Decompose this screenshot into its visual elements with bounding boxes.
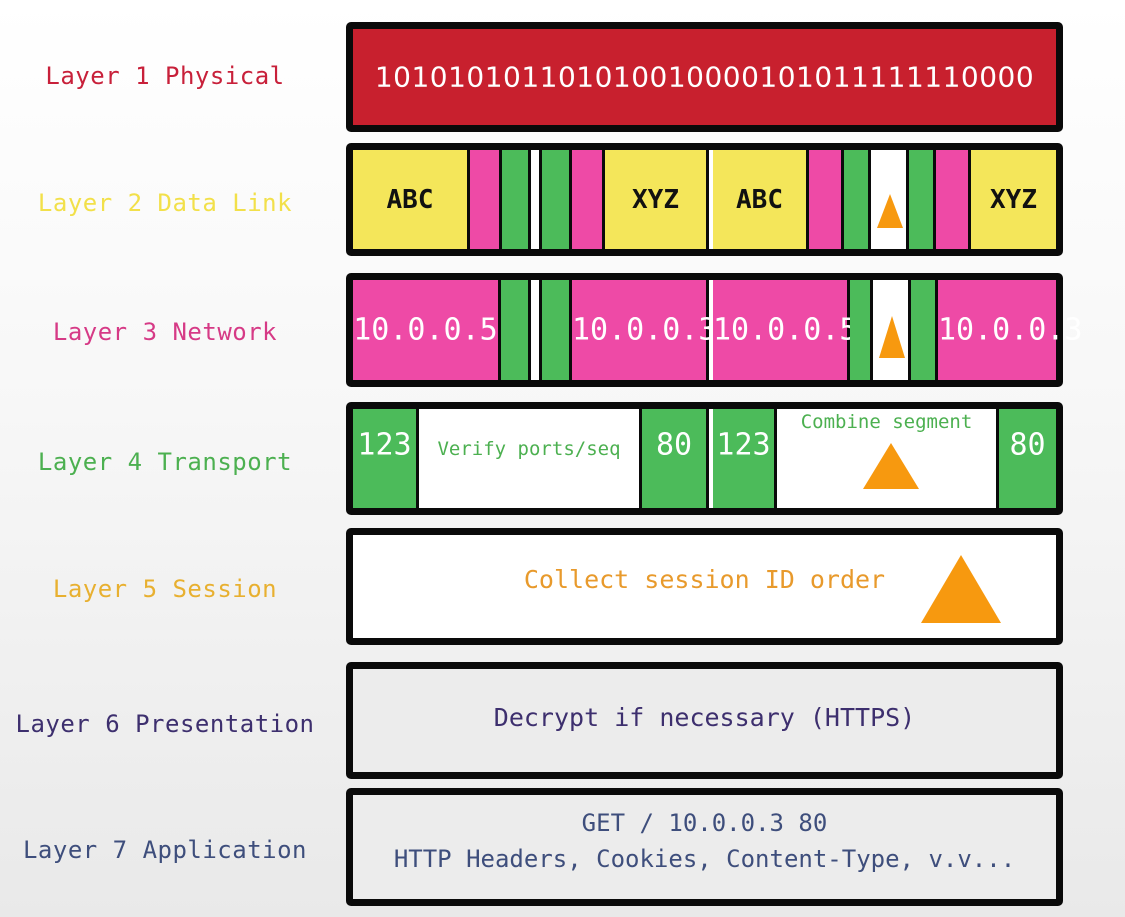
segment2-body: Combine segment: [777, 409, 999, 508]
segment2-triangle-icon: [863, 443, 919, 489]
segment1-body: Verify ports/seq: [419, 409, 642, 508]
frame1-header: ABC: [353, 150, 470, 249]
layer1-label: Layer 1 Physical: [45, 62, 285, 90]
frame1-green-a: [502, 150, 531, 249]
transport-layer-box: 123 Verify ports/seq 80 123 Combine segm…: [346, 402, 1063, 515]
packet1-dst-ip-text: 10.0.0.3: [572, 312, 717, 348]
layer4-label: Layer 4 Transport: [37, 448, 293, 476]
frame2-green-b: [909, 150, 936, 249]
packet2-src-ip: 10.0.0.5: [713, 280, 858, 380]
frame2-trailer-text: XYZ: [990, 184, 1037, 215]
session-text: Collect session ID order: [523, 565, 886, 594]
frame2-trailer: XYZ: [971, 150, 1056, 249]
packet2-payload-triangle-icon: [879, 316, 905, 358]
packet2-payload: [873, 280, 911, 380]
packet2-dst-ip: 10.0.0.3: [938, 280, 1083, 380]
layer6-label: Layer 6 Presentation: [15, 710, 315, 738]
segment1-src-port: 123: [353, 409, 419, 508]
application-layer-box: GET / 10.0.0.3 80 HTTP Headers, Cookies,…: [346, 788, 1063, 906]
frame1-pink-b: [572, 150, 605, 249]
layer2-label: Layer 2 Data Link: [37, 189, 293, 217]
segment2-src-port-text: 123: [716, 427, 771, 463]
layer3-label: Layer 3 Network: [52, 318, 278, 346]
application-headers-line: HTTP Headers, Cookies, Content-Type, v.v…: [393, 845, 1016, 873]
presentation-layer-box: Decrypt if necessary (HTTPS): [346, 662, 1063, 779]
segment1-dst-port-text: 80: [655, 427, 693, 463]
frame1-pink-a: [470, 150, 502, 249]
layer5-label: Layer 5 Session: [52, 575, 278, 603]
application-request-line: GET / 10.0.0.3 80: [581, 809, 828, 837]
frame1-green-b: [542, 150, 572, 249]
segment2-src-port: 123: [713, 409, 777, 508]
packet2-green-a: [850, 280, 873, 380]
physical-bits: 101010101101010010000101011111110000: [374, 60, 1035, 94]
segment1-dst-port: 80: [642, 409, 709, 508]
segment2-dst-port: 80: [999, 409, 1056, 508]
frame2-green-a: [844, 150, 871, 249]
packet2-src-ip-text: 10.0.0.5: [713, 312, 858, 348]
segment1-src-port-text: 123: [357, 427, 412, 463]
layer7-label: Layer 7 Application: [22, 836, 308, 864]
frame2-pink-b: [936, 150, 971, 249]
datalink-layer-box: ABC XYZ ABC XYZ: [346, 143, 1063, 256]
packet1-green-a: [501, 280, 531, 380]
segment2-body-text: Combine segment: [800, 411, 973, 433]
frame2-pink-a: [809, 150, 844, 249]
packet1-src-ip-text: 10.0.0.5: [353, 312, 498, 348]
frame2-header-text: ABC: [736, 184, 783, 215]
packet1-green-b: [542, 280, 572, 380]
session-layer-box: Collect session ID order: [346, 528, 1063, 645]
frame2-payload: [871, 150, 909, 249]
packet1-white-gap: [531, 280, 542, 380]
frame1-trailer-text: XYZ: [632, 184, 679, 215]
physical-layer-box: 101010101101010010000101011111110000: [346, 22, 1063, 132]
frame1-header-text: ABC: [386, 184, 434, 215]
packet2-dst-ip-text: 10.0.0.3: [938, 312, 1083, 348]
frame2-header: ABC: [713, 150, 809, 249]
presentation-text: Decrypt if necessary (HTTPS): [493, 703, 916, 732]
session-triangle-icon: [921, 555, 1001, 623]
frame2-payload-triangle-icon: [877, 194, 903, 228]
packet2-green-b: [911, 280, 938, 380]
network-layer-box: 10.0.0.5 10.0.0.3 10.0.0.5 10.0.0.3: [346, 273, 1083, 387]
segment2-dst-port-text: 80: [1009, 427, 1046, 463]
segment1-body-text: Verify ports/seq: [437, 437, 621, 460]
packet1-src-ip: 10.0.0.5: [353, 280, 501, 380]
frame1-trailer: XYZ: [605, 150, 709, 249]
frame1-white-gap: [531, 150, 542, 249]
packet1-dst-ip: 10.0.0.3: [572, 280, 717, 380]
